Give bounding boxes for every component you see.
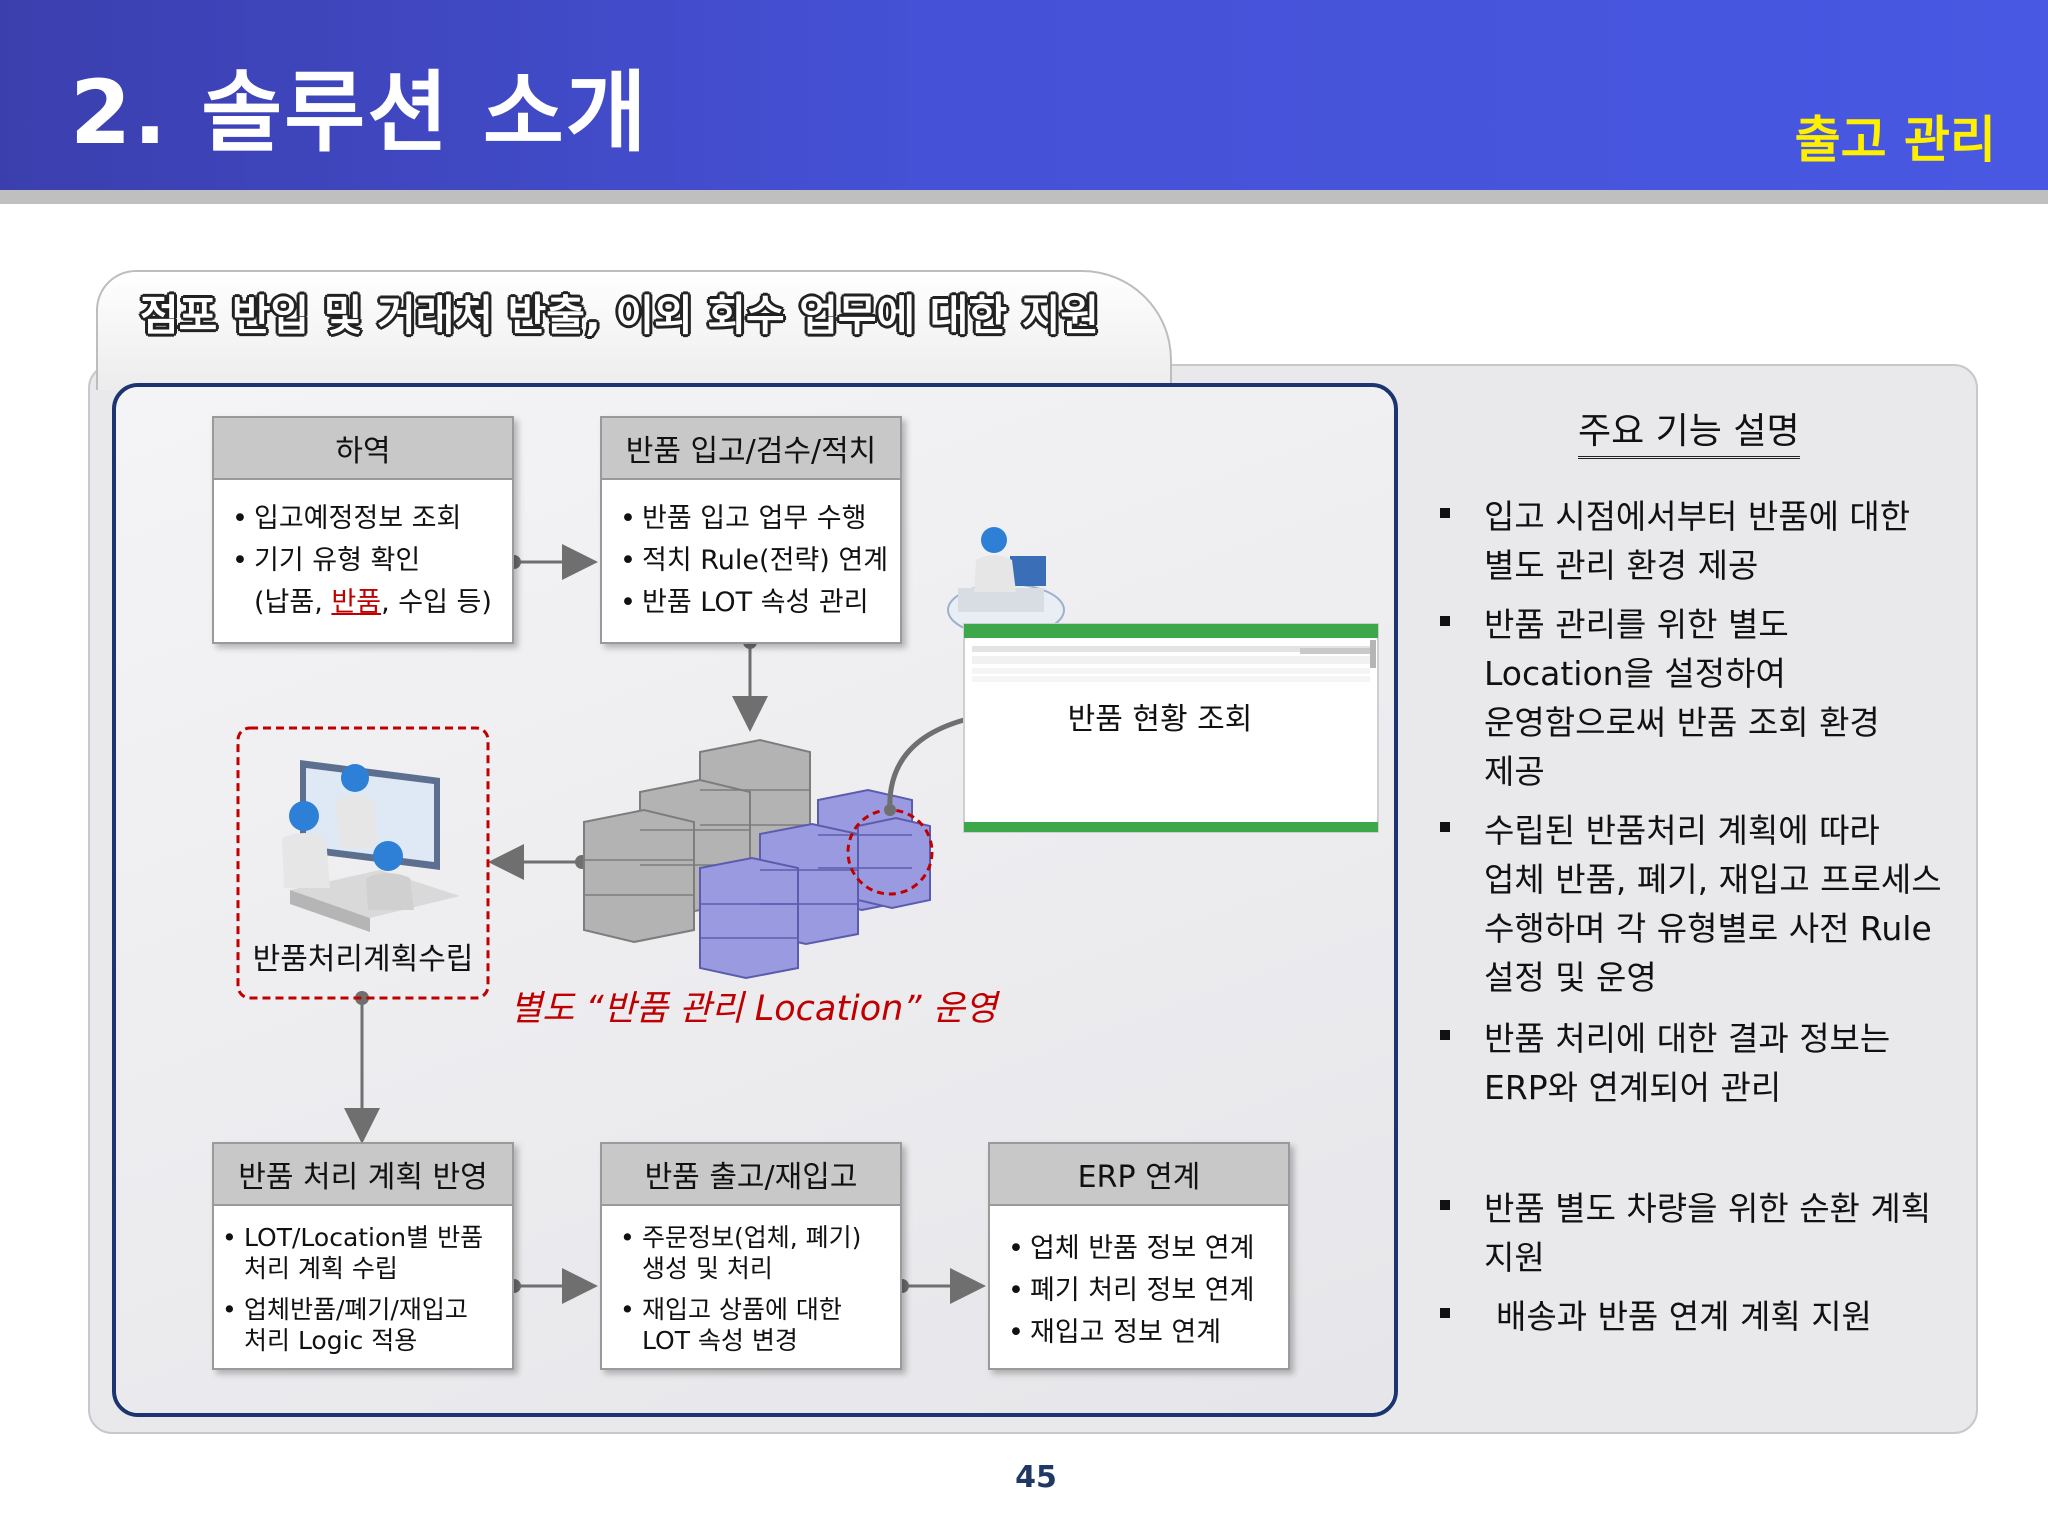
note-highlight: 반품 — [331, 587, 382, 618]
note-prefix: (납품, — [254, 587, 332, 618]
feature-line: 입고 시점에서부터 반품에 대한 — [1484, 497, 1911, 536]
feature-item: 입고 시점에서부터 반품에 대한 별도 관리 환경 제공 — [1440, 492, 1960, 590]
feature-item: 수립된 반품처리 계획에 따라 업체 반품, 폐기, 재입고 프로세스 수행하며… — [1440, 806, 1960, 1002]
return-status-screen — [963, 623, 1379, 833]
feature-line: 별도 관리 환경 제공 — [1484, 546, 1759, 585]
feature-line: 배송과 반품 연계 계획 지원 — [1496, 1297, 1872, 1336]
plan-dashed-frame — [236, 726, 490, 1000]
feature-item: 반품 별도 차량을 위한 순환 계획 지원 — [1440, 1184, 1960, 1282]
list-item: 처리 계획 수립 — [244, 1254, 398, 1283]
feature-item: 반품 관리를 위한 별도 Location을 설정하여 운영함으로써 반품 조회… — [1440, 600, 1960, 796]
list-item: 기기 유형 확인 — [232, 540, 512, 582]
process-box-erp: ERP 연계 업체 반품 정보 연계 폐기 처리 정보 연계 재입고 정보 연계 — [988, 1142, 1290, 1370]
list-item: 생성 및 처리 — [642, 1254, 773, 1283]
bullet-icon — [1440, 822, 1450, 832]
page-number: 45 — [1015, 1460, 1057, 1495]
note-suffix: , 수입 등) — [381, 587, 492, 618]
process-box-title: 반품 출고/재입고 — [602, 1144, 900, 1206]
arrow-plan-to-apply — [344, 991, 380, 1144]
process-box-list: 반품 입고 업무 수행 적치 Rule(전략) 연계 반품 LOT 속성 관리 — [602, 480, 900, 624]
list-item: 입고예정정보 조회 — [232, 498, 512, 540]
bullet-icon — [1440, 616, 1450, 626]
banner-tab — [96, 270, 1172, 390]
process-box-title: 반품 처리 계획 반영 — [214, 1144, 512, 1206]
list-item: 재입고 상품에 대한 — [620, 1294, 900, 1325]
feature-line: 반품 처리에 대한 결과 정보는 — [1484, 1019, 1891, 1058]
feature-line: 반품 관리를 위한 별도 — [1484, 605, 1789, 644]
process-box-title: 반품 입고/검수/적치 — [602, 418, 900, 480]
list-item: 업체반품/폐기/재입고 — [222, 1294, 512, 1325]
feature-line: 운영함으로써 반품 조회 환경 — [1484, 703, 1880, 742]
bullet-icon — [1440, 508, 1450, 518]
process-box-list: 입고예정정보 조회 기기 유형 확인 (납품, 반품, 수입 등) — [214, 480, 512, 624]
bullet-icon — [1440, 1030, 1450, 1040]
list-item: 반품 입고 업무 수행 — [620, 498, 900, 540]
feature-line: 반품 별도 차량을 위한 순환 계획 — [1484, 1189, 1932, 1228]
planner-illustration — [282, 760, 460, 932]
arrow-out-to-erp — [895, 1268, 986, 1304]
process-box-title: ERP 연계 — [990, 1144, 1288, 1206]
screen-label: 반품 현황 조회 — [1067, 702, 1253, 737]
feature-line: 업체 반품, 폐기, 재입고 프로세스 — [1484, 860, 1942, 899]
process-box-list: LOT/Location별 반품 처리 계획 수립 업체반품/폐기/재입고 처리… — [214, 1206, 512, 1356]
feature-line: 제공 — [1484, 752, 1545, 791]
arrow-receiving-to-storage — [732, 635, 768, 732]
list-item: LOT 속성 변경 — [642, 1326, 798, 1355]
feature-item: 배송과 반품 연계 계획 지원 — [1440, 1292, 1960, 1341]
title-bar-divider — [0, 190, 2048, 204]
process-box-plan-apply: 반품 처리 계획 반영 LOT/Location별 반품 처리 계획 수립 업체… — [212, 1142, 514, 1370]
arrow-storage-to-plan — [488, 844, 589, 880]
location-label: 별도 “반품 관리 Location” 운영 — [510, 989, 998, 1029]
feature-line: 수립된 반품처리 계획에 따라 — [1484, 811, 1880, 850]
list-item: LOT/Location별 반품 — [222, 1222, 512, 1253]
bullet-icon — [1440, 1308, 1450, 1318]
list-item: 주문정보(업체, 폐기) — [620, 1222, 900, 1253]
list-item: 폐기 처리 정보 연계 — [1008, 1270, 1288, 1312]
arrow-unloading-to-receiving — [507, 544, 598, 580]
list-item-note: (납품, 반품, 수입 등) — [232, 582, 512, 624]
storage-racks-purple — [699, 788, 931, 980]
slide-title: 2. 솔루션 소개 — [70, 61, 649, 164]
process-box-list: 업체 반품 정보 연계 폐기 처리 정보 연계 재입고 정보 연계 — [990, 1206, 1288, 1354]
title-bar — [0, 0, 2048, 190]
feature-line: Location을 설정하여 — [1484, 654, 1786, 693]
list-item: 반품 LOT 속성 관리 — [620, 582, 900, 624]
process-box-return-receiving: 반품 입고/검수/적치 반품 입고 업무 수행 적치 Rule(전략) 연계 반… — [600, 416, 902, 644]
feature-line: ERP와 연계되어 관리 — [1484, 1068, 1782, 1107]
section-label: 출고 관리 — [1794, 111, 1996, 169]
location-to-screen-connector — [887, 717, 965, 813]
list-item: 적치 Rule(전략) 연계 — [620, 540, 900, 582]
process-box-unloading: 하역 입고예정정보 조회 기기 유형 확인 (납품, 반품, 수입 등) — [212, 416, 514, 644]
feature-line: 수행하며 각 유형별로 사전 Rule — [1484, 909, 1932, 948]
list-item: 처리 Logic 적용 — [244, 1326, 418, 1355]
banner-text: 점포 반입 및 거래처 반출, 이외 회수 업무에 대한 지원 — [140, 291, 1099, 340]
list-item: 재입고 정보 연계 — [1008, 1312, 1288, 1354]
process-box-title: 하역 — [214, 418, 512, 480]
feature-line: 지원 — [1484, 1238, 1545, 1277]
arrow-apply-to-out — [507, 1268, 598, 1304]
feature-line: 설정 및 운영 — [1484, 958, 1657, 997]
operator-illustration — [947, 527, 1065, 637]
list-item: 업체 반품 정보 연계 — [1008, 1228, 1288, 1270]
plan-label: 반품처리계획수립 — [252, 942, 474, 977]
feature-item: 반품 처리에 대한 결과 정보는 ERP와 연계되어 관리 — [1440, 1014, 1960, 1112]
bullet-icon — [1440, 1200, 1450, 1210]
features-title: 주요 기능 설명 — [1578, 402, 1800, 459]
process-box-return-out: 반품 출고/재입고 주문정보(업체, 폐기) 생성 및 처리 재입고 상품에 대… — [600, 1142, 902, 1370]
process-box-list: 주문정보(업체, 폐기) 생성 및 처리 재입고 상품에 대한 LOT 속성 변… — [602, 1206, 900, 1356]
